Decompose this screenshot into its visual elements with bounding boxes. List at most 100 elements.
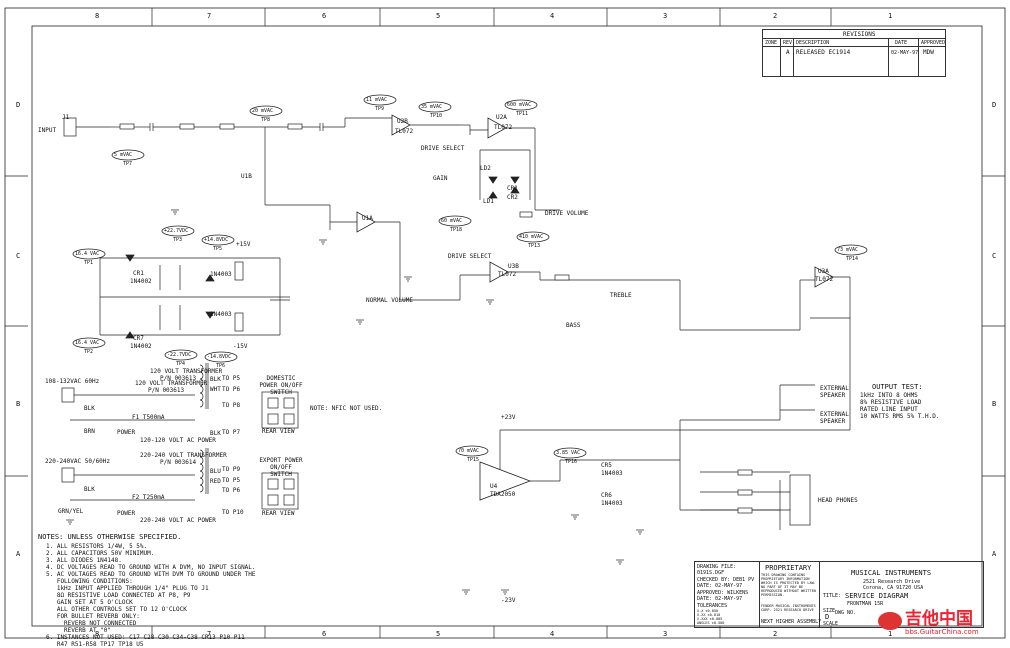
output-test-line: RATED LINE INPUT	[860, 406, 918, 413]
cr7-part: 1N4002	[130, 343, 152, 350]
cr1-label: CR1	[133, 270, 144, 277]
diode-ld1	[488, 191, 498, 199]
export-switch-label: EXPORT POWER ON/OFF SWITCH	[259, 457, 303, 478]
diode-cr11	[205, 274, 215, 282]
zone-row-C-left: C	[16, 252, 21, 260]
testpoint-id: TP7	[123, 161, 133, 167]
head-phones-label: HEAD PHONES	[818, 497, 858, 504]
cr6-label: CR6	[601, 492, 612, 499]
diode-cr12	[205, 311, 215, 319]
u2a-label: U2A	[496, 114, 507, 121]
switch-terminal	[267, 494, 279, 506]
resistor-r44	[519, 211, 533, 218]
testpoint-id: TP13	[528, 243, 541, 249]
blk-230: BLK	[84, 486, 95, 493]
revisions-table: REVISIONS ZONE REV DESCRIPTION DATE APPR…	[762, 29, 946, 77]
v15p-label-ps: +15V	[236, 241, 251, 248]
diode-cr1	[510, 176, 520, 184]
drive-volume-label: DRIVE VOLUME	[545, 210, 589, 217]
opamp-u2b	[391, 114, 411, 136]
wht-sec1: WHT	[210, 386, 221, 393]
note-item: REVERB AT "0"	[46, 627, 112, 634]
domestic-switch-label: DOMESTIC POWER ON/OFF SWITCH	[259, 375, 303, 396]
note-item: 4. DC VOLTAGES READ TO GROUND WITH A DVM…	[46, 564, 256, 571]
power-amp-u4	[479, 461, 532, 501]
u3a-label: U3A	[818, 268, 829, 275]
u4-label: U4	[490, 483, 498, 490]
testpoint-ellipse	[201, 234, 235, 246]
input-label: INPUT	[38, 127, 57, 134]
watermark-main: 吉他中国	[905, 609, 973, 629]
note-item: 1kHz INPUT APPLIED THROUGH 1/4" PLUG TO …	[46, 585, 209, 592]
note-item: 2. ALL CAPACITORS 50V MINIMUM.	[46, 550, 155, 557]
resistor-r1	[119, 123, 135, 130]
testpoint-ellipse	[504, 99, 538, 111]
zone-row-A-left: A	[16, 550, 21, 558]
normal-volume-label: NORMAL VOLUME	[366, 297, 413, 304]
zone-row-C-right: C	[992, 252, 997, 260]
cap-c32	[234, 312, 244, 332]
testpoint-value: 5 mVAC	[114, 152, 133, 158]
resistor-r2	[179, 123, 195, 130]
note-item: GAIN SET AT 5 O'CLOCK	[46, 599, 133, 606]
rev-row-desc: RELEASED EC1914	[796, 49, 851, 56]
u1b-label: U1B	[241, 173, 252, 180]
v23p-label: +23V	[501, 414, 516, 421]
xfmr120-sub: 120 VOLT TRANSFORMER	[135, 380, 208, 387]
switch-terminal	[283, 413, 295, 425]
rev-h-desc: DESCRIPTION	[796, 40, 830, 46]
blk-120: BLK	[84, 405, 95, 412]
diode-cr2	[510, 186, 520, 194]
transformer-230-winding	[199, 484, 204, 493]
proprietary-text: THIS DRAWING CONTAINS PROPRIETARY INFORM…	[761, 573, 816, 597]
opamp-u3b	[489, 261, 509, 283]
red-sec: RED	[210, 478, 221, 485]
cr1-part: 1N4002	[130, 278, 152, 285]
rev-row-rev: A	[786, 49, 790, 56]
zone-col-4-bottom: 4	[550, 630, 555, 638]
headphone-jack	[789, 474, 811, 526]
testpoint-id: TP2	[84, 349, 94, 355]
rev-row-date: 02-MAY-97	[891, 50, 919, 56]
transformer-120-winding	[199, 385, 204, 394]
blk-sec2: BLK	[210, 430, 221, 437]
grn-yel-label: GRN/YEL	[58, 508, 84, 515]
zone-col-7-top: 7	[207, 12, 212, 20]
transformer-230-winding	[199, 463, 204, 472]
testpoint-ellipse	[834, 244, 868, 256]
tolerance-row: X.XX ±0.010	[697, 613, 721, 617]
cr6-part: 1N4003	[601, 500, 623, 507]
blk-sec1: BLK	[210, 376, 221, 383]
zone-col-2-top: 2	[773, 12, 778, 20]
diode-cr1-ps	[125, 254, 135, 262]
zone-col-1-bottom: 1	[888, 630, 893, 638]
approved-date: DATE: 02-MAY-97	[697, 596, 743, 602]
cr5-part: 1N4003	[601, 470, 623, 477]
testpoint-ellipse	[249, 105, 283, 117]
drive-select-label-2: DRIVE SELECT	[448, 253, 492, 260]
transformer-230-winding	[199, 470, 204, 479]
blu-sec: BLU	[210, 468, 221, 475]
u4-part: TDA2050	[490, 491, 516, 498]
u3b-part: TL072	[498, 271, 517, 278]
testpoint-value: 3.85 VAC	[556, 450, 581, 456]
zone-col-6-top: 6	[322, 12, 327, 20]
testpoint-value: +22.7VDC	[164, 228, 189, 234]
power-label-230: POWER	[117, 510, 136, 517]
zone-col-3-top: 3	[663, 12, 668, 20]
testpoint-id: TP11	[516, 111, 529, 117]
zone-row-B-left: B	[16, 400, 21, 408]
testpoint-value: 11 mVAC	[366, 97, 388, 103]
drawing-file-label: DRAWING FILE:	[697, 564, 737, 570]
testpoint-ellipse	[516, 231, 550, 243]
external-speaker-label: EXTERNAL SPEAKER	[820, 385, 849, 399]
zone-col-7-bottom: 7	[207, 630, 212, 638]
zone-row-A-right: A	[992, 550, 997, 558]
testpoint-id: TP9	[375, 106, 385, 112]
xfmr120-title: 120 VOLT TRANSFORMER	[150, 368, 223, 375]
resistor-hp	[737, 469, 753, 476]
note-item: 1. ALL RESISTORS 1/4W, 5 5%.	[46, 543, 148, 550]
tolerance-row: X.X ±0.050	[697, 609, 719, 613]
note-item: 8Ω RESISTIVE LOAD CONNECTED AT P8, P9	[46, 592, 191, 599]
u2b-label: U2B	[397, 118, 408, 125]
